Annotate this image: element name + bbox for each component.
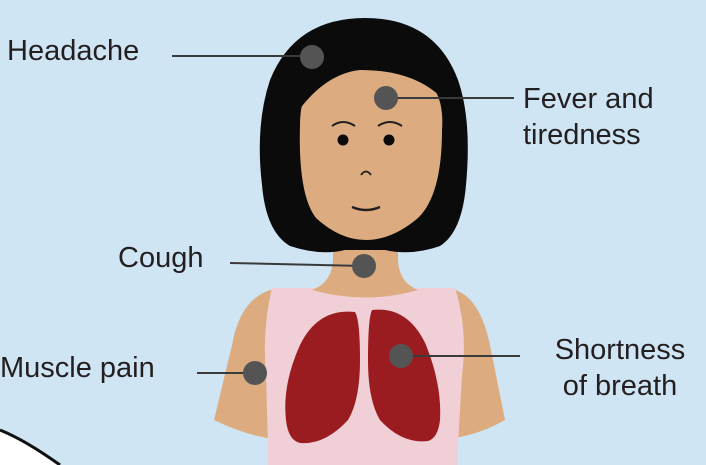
speech-bubble-fill <box>0 432 57 465</box>
left-eye <box>338 135 349 146</box>
cough-label: Cough <box>118 240 203 276</box>
fever-label: Fever and tiredness <box>523 81 654 153</box>
muscle-pain-label: Muscle pain <box>0 350 155 386</box>
right-eye <box>384 135 395 146</box>
shirt-bottom <box>268 440 458 465</box>
cough-marker <box>352 254 376 278</box>
muscle-pain-marker <box>243 361 267 385</box>
breath-label-line: Shortness <box>535 332 705 368</box>
breath-label: Shortness of breath <box>535 332 705 404</box>
fever-label-line: tiredness <box>523 117 654 153</box>
headache-marker <box>300 45 324 69</box>
fever-label-line: Fever and <box>523 81 654 117</box>
face <box>300 66 443 240</box>
breath-marker <box>389 344 413 368</box>
headache-label: Headache <box>7 33 139 69</box>
fever-marker <box>374 86 398 110</box>
breath-label-line: of breath <box>535 368 705 404</box>
